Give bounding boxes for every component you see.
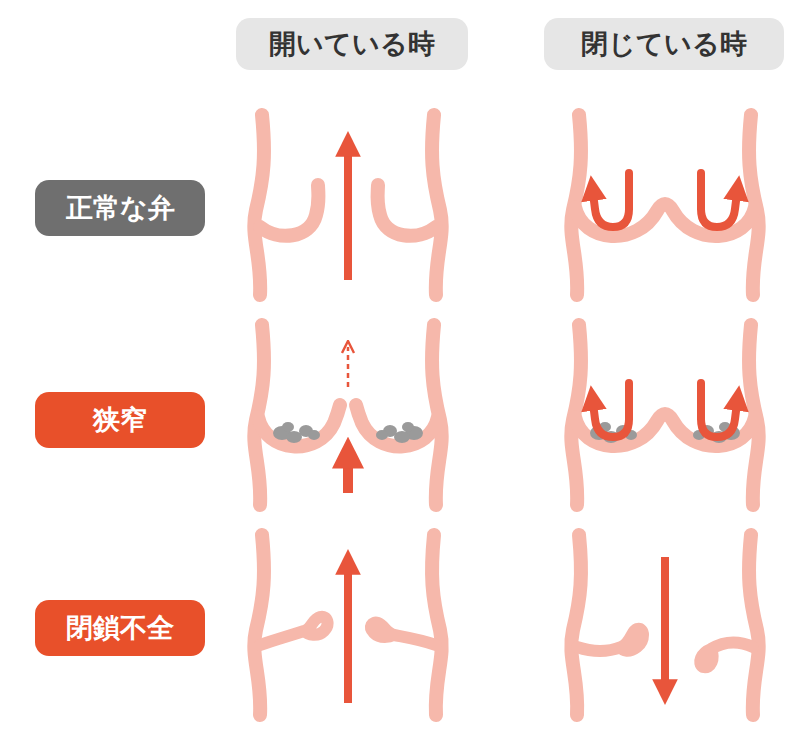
column-header-pill: 閉じている時 <box>544 18 784 70</box>
label-text: 開いている時 <box>269 29 435 59</box>
stenosis-open-valve <box>254 325 441 505</box>
row-label-pill: 正常な弁 <box>35 180 205 236</box>
label-text: 狭窄 <box>93 405 147 435</box>
label-text: 閉じている時 <box>581 29 747 59</box>
stenosis-closed-valve <box>571 325 758 505</box>
row-label-pill: 閉鎖不全 <box>35 600 205 656</box>
regurgitation-closed-valve <box>571 535 758 715</box>
column-header-pill: 開いている時 <box>236 18 468 70</box>
regurgitation-open-valve <box>254 535 441 715</box>
label-text: 閉鎖不全 <box>66 613 174 643</box>
row-label-pill: 狭窄 <box>35 392 205 448</box>
normal-open-valve <box>254 115 441 295</box>
label-text: 正常な弁 <box>66 193 175 223</box>
normal-closed-valve <box>571 115 758 295</box>
